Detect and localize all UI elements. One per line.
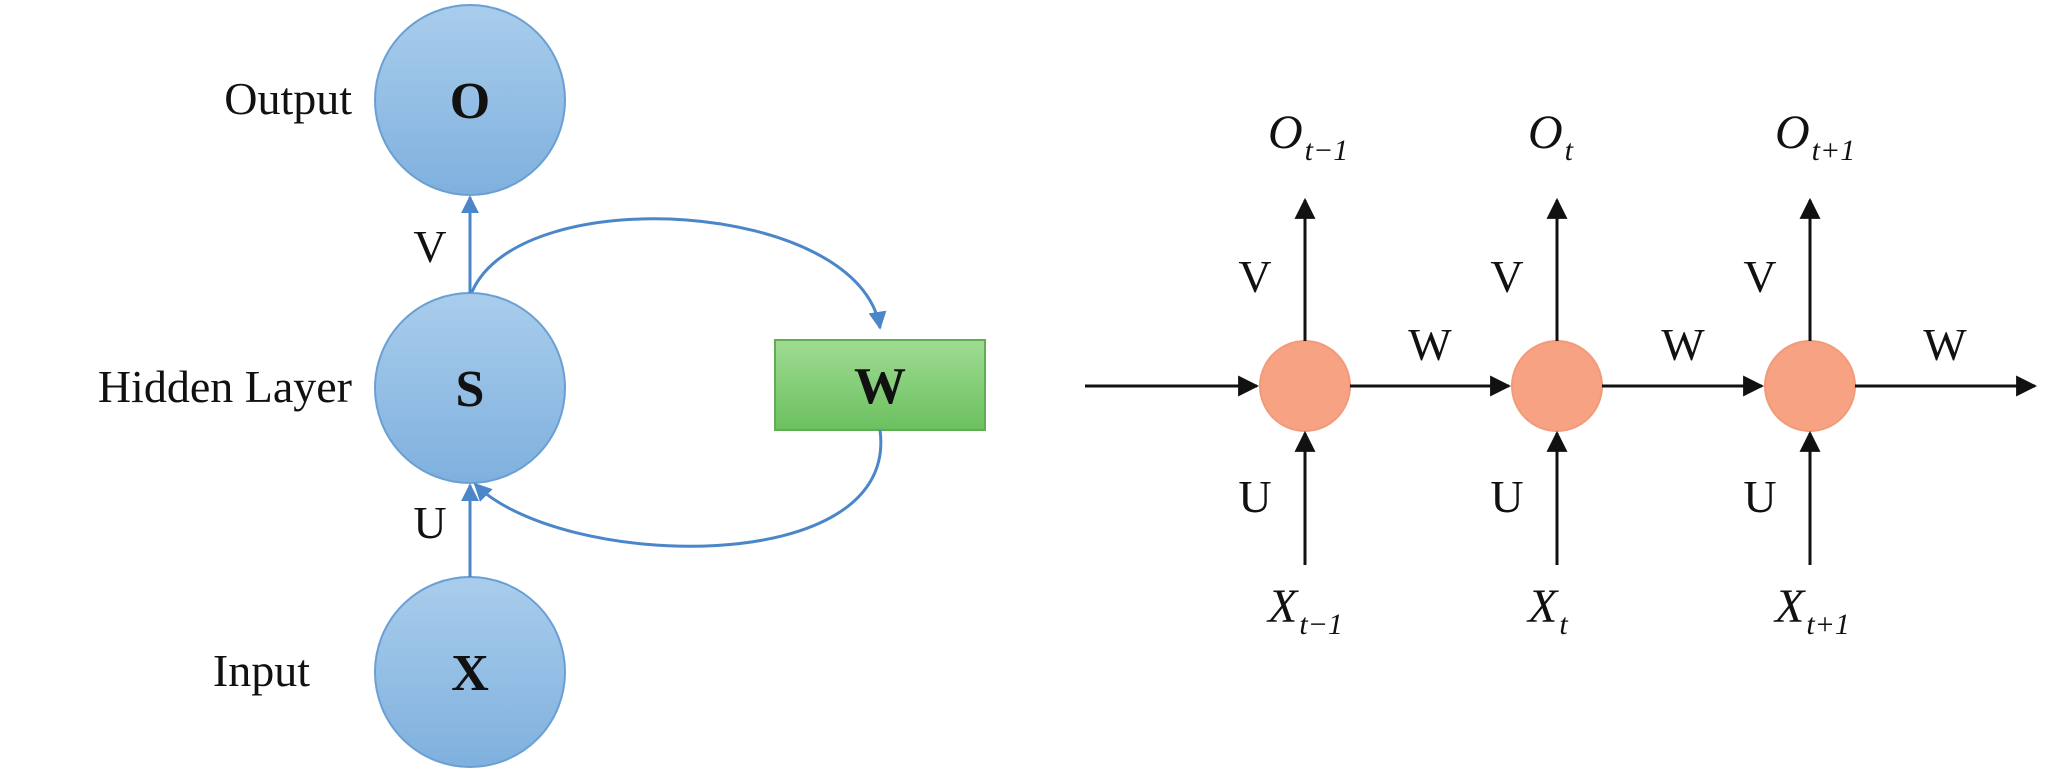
output-label: Output <box>224 73 352 124</box>
recurrent-loop-bottom <box>473 429 883 548</box>
input-node: X <box>374 576 566 768</box>
u-label-t: U <box>1490 471 1523 522</box>
step-t-minus-1: V U Ot−1 Xt−1 <box>1238 106 1351 641</box>
recurrent-loop-top <box>470 217 887 330</box>
output-label-t-minus-1: Ot−1 <box>1268 106 1348 167</box>
output-label-t: Ot <box>1528 106 1574 167</box>
v-weight-label: V <box>413 221 446 272</box>
folded-rnn: O Output S Hidden Layer X Input V U W <box>98 4 986 768</box>
hidden-node-symbol: S <box>456 361 485 418</box>
output-node-symbol: O <box>450 73 490 130</box>
hidden-node: S <box>374 292 566 484</box>
input-node-symbol: X <box>451 645 489 702</box>
w-box-label: W <box>854 358 906 415</box>
u-label-t-minus-1: U <box>1238 471 1271 522</box>
input-label-t-plus-1: Xt+1 <box>1773 580 1850 641</box>
hidden-node-t-plus-1 <box>1764 340 1856 432</box>
output-label-t-plus-1: Ot+1 <box>1775 106 1855 167</box>
input-label-t-minus-1: Xt−1 <box>1266 580 1343 641</box>
w-box <box>774 339 986 431</box>
v-label-t-plus-1: V <box>1743 251 1776 302</box>
unfolded-rnn: V U Ot−1 Xt−1 W V U Ot Xt W V U Ot+1 Xt+ <box>1085 106 2038 641</box>
hidden-node-t-minus-1 <box>1259 340 1351 432</box>
u-weight-label: U <box>413 497 446 548</box>
w-label-1: W <box>1408 319 1452 370</box>
hidden-node-t <box>1511 340 1603 432</box>
u-label-t-plus-1: U <box>1743 471 1776 522</box>
input-label: Input <box>213 645 310 696</box>
w-label-2: W <box>1661 319 1705 370</box>
input-label-t: Xt <box>1526 580 1568 641</box>
step-t: V U Ot Xt <box>1490 106 1603 641</box>
step-t-plus-1: V U Ot+1 Xt+1 <box>1743 106 1856 641</box>
hidden-layer-label: Hidden Layer <box>98 361 352 412</box>
w-label-3: W <box>1923 319 1967 370</box>
output-node: O <box>374 4 566 196</box>
v-label-t-minus-1: V <box>1238 251 1271 302</box>
v-label-t: V <box>1490 251 1523 302</box>
